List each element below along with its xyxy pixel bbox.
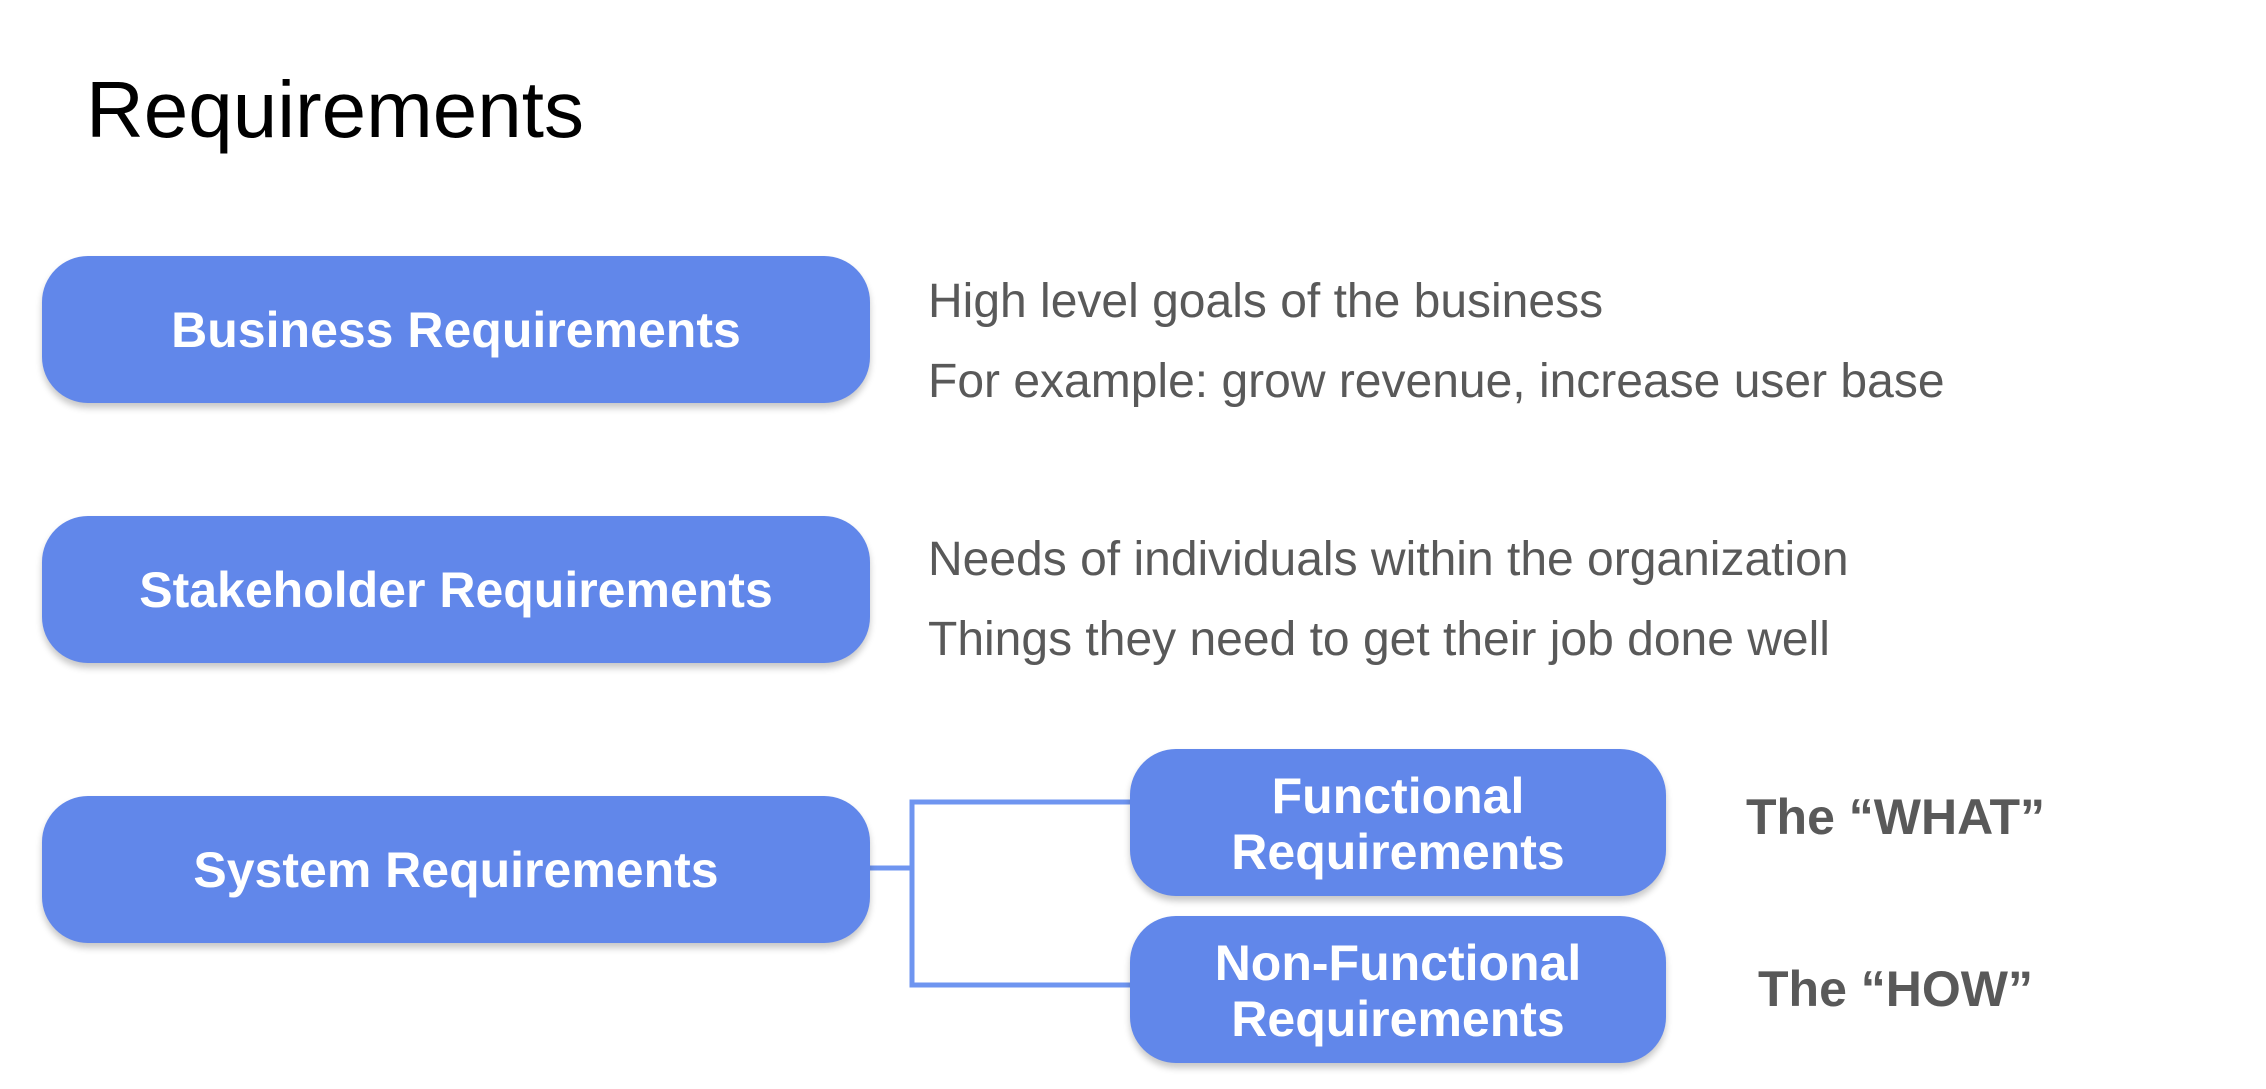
stakeholder-requirements-box: Stakeholder Requirements [42,516,870,663]
business-description-line-2: For example: grow revenue, increase user… [928,355,1945,408]
connector-bracket [909,799,1130,988]
business-description-line-1: High level goals of the business [928,275,1604,328]
non-functional-requirements-label-line-2: Requirements [1231,990,1565,1047]
non-functional-requirements-box: Non-Functional Requirements [1130,916,1666,1063]
non-functional-caption: The “HOW” [1758,961,2033,1017]
system-requirements-label: System Requirements [193,841,719,898]
business-requirements-box: Business Requirements [42,256,870,403]
slide-title: Requirements [86,65,585,154]
stakeholder-description-line-1: Needs of individuals within the organiza… [928,533,1849,586]
functional-requirements-label-line-2: Requirements [1231,823,1565,880]
stakeholder-description-line-2: Things they need to get their job done w… [928,613,1830,666]
functional-caption: The “WHAT” [1746,789,2046,845]
system-requirements-box: System Requirements [42,796,870,943]
functional-requirements-label-line-1: Functional [1271,767,1525,824]
business-requirements-label: Business Requirements [171,301,741,358]
functional-requirements-box: Functional Requirements [1130,749,1666,896]
stakeholder-requirements-label: Stakeholder Requirements [139,561,773,618]
non-functional-requirements-label-line-1: Non-Functional [1214,934,1582,991]
